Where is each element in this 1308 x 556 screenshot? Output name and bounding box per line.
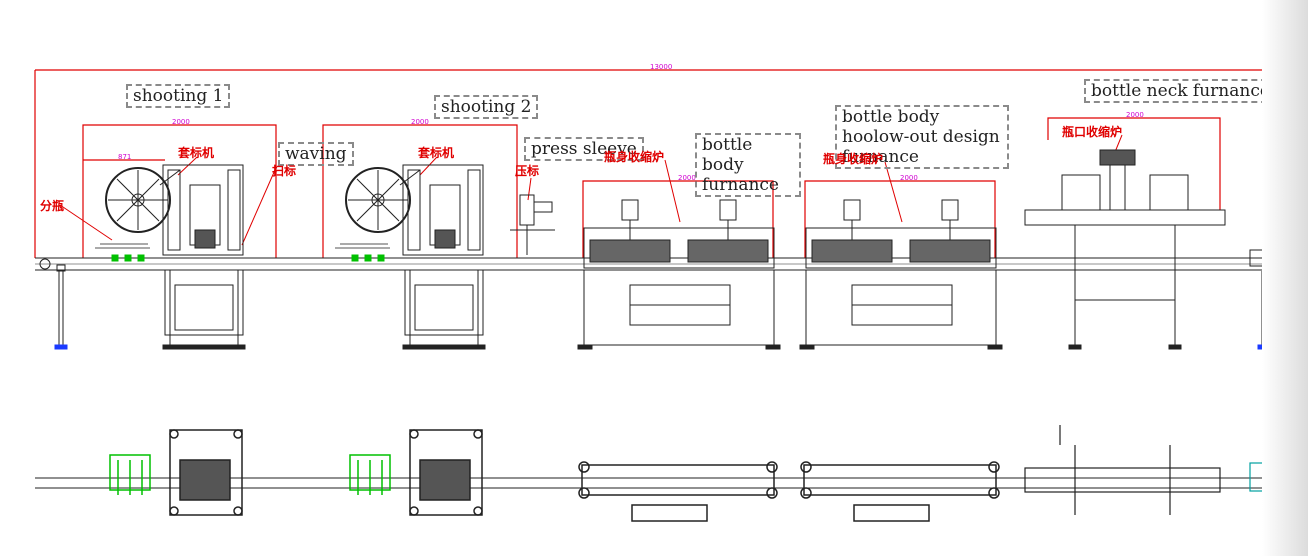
bottle-neck-furnace [1024, 149, 1226, 350]
plan-view-labeler-1 [109, 429, 243, 516]
label-waving: waving [278, 142, 354, 166]
labeling-machine-1 [95, 164, 246, 350]
cn-label-pingshen-2: 瓶身收缩炉 [823, 152, 884, 166]
cn-label-taobiaoji-2: 套标机 [418, 146, 455, 160]
press-sleeve-device [510, 194, 555, 255]
small-dimension-label: 871 [118, 153, 132, 161]
section-dimension-1: 2000 [172, 118, 190, 126]
label-bottle-body-furnace-1: bottle body furnance [695, 133, 801, 197]
cn-label-pingshen-1: 瓶身收缩炉 [604, 150, 665, 164]
plan-view-conveyor [35, 477, 1285, 489]
label-shooting-2: shooting 2 [434, 95, 539, 119]
shrink-furnace-2 [799, 199, 1003, 350]
label-bottle-body-furnace-2: bottle body hoolow-out design furnance [835, 105, 1009, 169]
cn-label-taobiaoji-1: 套标机 [178, 146, 215, 160]
shrink-furnace-1 [577, 199, 781, 350]
section-frames [82, 117, 1221, 258]
cn-label-saobiao: 扫标 [272, 164, 297, 178]
label-bottle-neck-furnace: bottle neck furnance [1084, 79, 1277, 103]
plan-view-furnace-2 [800, 461, 1000, 522]
overall-dimension-label: 13000 [650, 63, 673, 71]
leader-lines [59, 134, 1123, 246]
page-edge-shade [1262, 0, 1308, 556]
section-dimension-5: 2000 [1126, 111, 1144, 119]
label-shooting-1: shooting 1 [126, 84, 231, 108]
section-dimension-3: 2000 [678, 174, 696, 182]
cn-label-pingkou: 瓶口收缩炉 [1062, 125, 1123, 139]
cn-label-yabiao: 压标 [515, 164, 540, 178]
left-leg [54, 264, 68, 350]
labeling-machine-2 [335, 164, 486, 350]
section-dimension-4: 2000 [900, 174, 918, 182]
cn-label-fenping: 分瓶 [40, 199, 65, 213]
section-dimension-2: 2000 [411, 118, 429, 126]
plan-view-neck-furnace [1024, 425, 1277, 515]
plan-view-furnace-1 [578, 461, 778, 522]
label-press-sleeve: press sleeve [524, 137, 644, 161]
plan-view-labeler-2 [349, 429, 483, 516]
